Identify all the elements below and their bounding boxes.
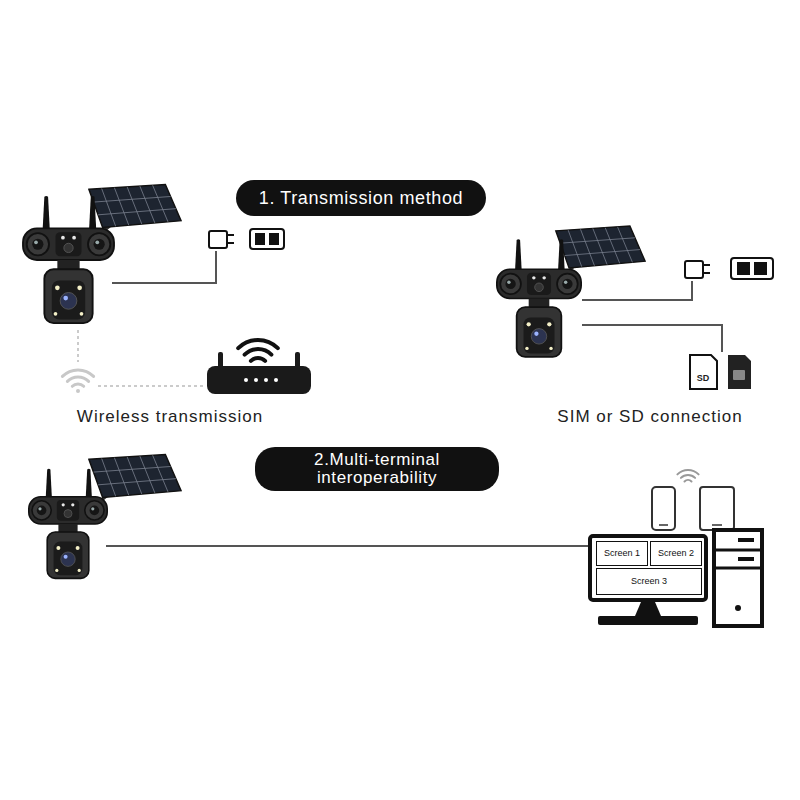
- camera-figure: [23, 184, 181, 323]
- sim-card-icon: [728, 355, 751, 389]
- battery-icon: [731, 258, 773, 279]
- phone-icon: [659, 524, 668, 526]
- power-wire: [112, 251, 216, 283]
- power-wire: [112, 251, 216, 283]
- pc-tower-figure: [714, 530, 762, 626]
- router-icon: [207, 366, 311, 394]
- screen-label: Screen 3: [631, 577, 667, 587]
- battery-icon: [250, 229, 284, 249]
- wifi-icon: [681, 475, 695, 478]
- wifi-icon: [677, 470, 698, 474]
- network-wire: [106, 545, 589, 547]
- power-adapter-icon: [685, 261, 710, 278]
- power-adapter-icon: [227, 234, 234, 236]
- router-icon: [238, 340, 278, 361]
- sd-card-icon: [690, 355, 717, 389]
- section-heading-pill: 2.Multi-terminal interoperability: [255, 447, 499, 491]
- camera-figure: [23, 196, 114, 323]
- wifi-icon: [685, 480, 692, 481]
- power-wire: [582, 325, 722, 352]
- wifi-icon: [72, 384, 83, 386]
- router-icon: [274, 378, 278, 382]
- power-wire: [582, 281, 692, 300]
- camera-figure: [497, 239, 581, 357]
- router-icon: [207, 340, 311, 394]
- router-icon: [245, 349, 272, 355]
- heading-text: 1. Transmission method: [259, 189, 463, 208]
- router-icon: [295, 352, 300, 368]
- tablet-icon: [712, 524, 722, 526]
- power-adapter-icon: [209, 231, 234, 248]
- screen-pane: Screen 2: [650, 541, 702, 566]
- power-wire: [582, 281, 722, 352]
- section-caption: Wireless transmission: [77, 407, 263, 427]
- phone-icon: [652, 487, 675, 530]
- power-adapter-icon: [227, 242, 234, 244]
- camera-figure: [29, 454, 181, 578]
- power-adapter-icon: [703, 264, 710, 266]
- wifi-icon: [76, 389, 80, 393]
- pc-tower-figure: [714, 567, 762, 570]
- power-adapter-icon: [209, 231, 227, 248]
- section-caption: SIM or SD connection: [557, 407, 742, 427]
- network-wire: [106, 546, 589, 547]
- pc-tower-figure: [714, 549, 762, 552]
- monitor-figure: [590, 536, 706, 600]
- camera-figure: [497, 226, 645, 357]
- wifi-icon: [67, 377, 88, 381]
- monitor-figure: [590, 536, 706, 625]
- camera-figure: [89, 454, 181, 497]
- wireless-link: [77, 330, 79, 362]
- tablet-icon: [700, 487, 734, 530]
- screen-label: Screen 2: [658, 549, 694, 559]
- battery-icon: [250, 229, 284, 249]
- battery-icon: [269, 233, 279, 245]
- power-adapter-icon: [685, 261, 703, 278]
- camera-figure: [556, 226, 645, 268]
- battery-icon: [737, 262, 750, 275]
- battery-icon: [754, 262, 767, 275]
- wireless-link: [98, 385, 205, 387]
- power-adapter-icon: [703, 272, 710, 274]
- sd-card-icon: [690, 355, 717, 389]
- wifi-icon: [62, 370, 93, 376]
- screen-pane: Screen 1: [596, 541, 648, 566]
- camera-figure: [89, 184, 181, 227]
- monitor-figure: [635, 602, 661, 616]
- camera-figure: [29, 469, 107, 579]
- router-icon: [244, 378, 248, 382]
- heading-text: 2.Multi-terminal interoperability: [302, 451, 452, 487]
- pc-tower-figure: [735, 605, 741, 611]
- section-heading-pill: 1. Transmission method: [236, 180, 486, 216]
- phone-icon: [652, 487, 675, 530]
- monitor-figure: [598, 616, 698, 625]
- screen-label: Screen 1: [604, 549, 640, 559]
- wifi-icon: [677, 470, 698, 481]
- tablet-icon: [700, 487, 734, 530]
- sim-card-icon: [728, 355, 751, 389]
- pc-tower-figure: [714, 530, 762, 626]
- pc-tower-figure: [738, 538, 754, 542]
- router-icon: [254, 378, 258, 382]
- sim-card-icon: [733, 370, 745, 380]
- router-icon: [264, 378, 268, 382]
- router-icon: [218, 352, 223, 368]
- card-marking: SD: [697, 373, 710, 383]
- battery-icon: [255, 233, 265, 245]
- battery-icon: [731, 258, 773, 279]
- pc-tower-figure: [738, 557, 754, 561]
- router-icon: [251, 358, 265, 361]
- wireless-link: [78, 330, 205, 386]
- router-icon: [238, 340, 278, 348]
- wifi-icon: [62, 370, 93, 393]
- screen-pane: Screen 3: [596, 568, 702, 595]
